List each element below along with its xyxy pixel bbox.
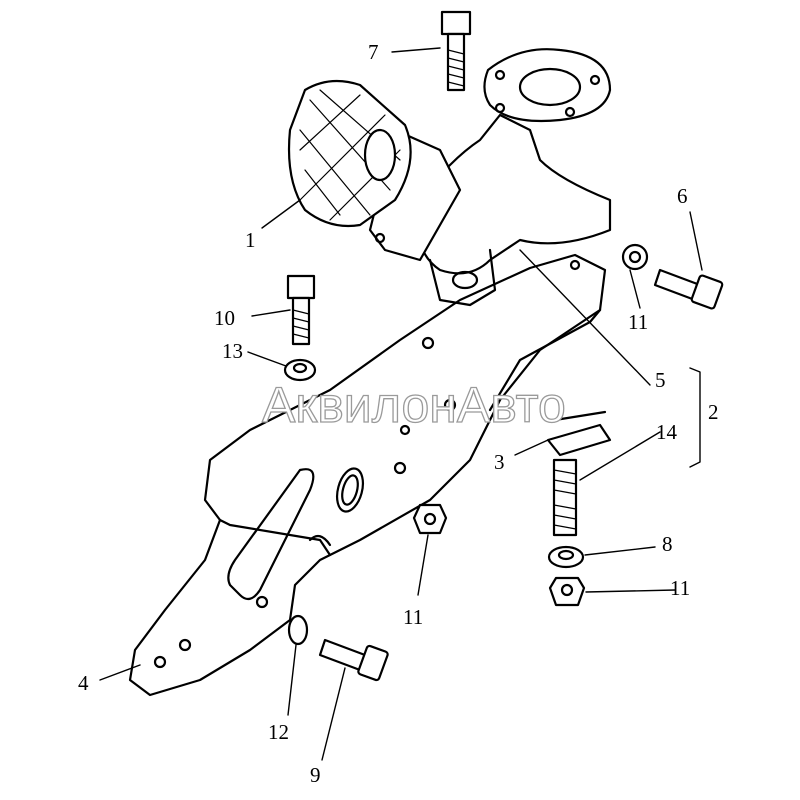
callout-2: 2 [708,400,719,424]
strainer [287,79,412,228]
bracket-plate [128,253,607,697]
callout-8: 8 [662,532,673,556]
callout-9: 9 [310,763,321,787]
washer-13 [283,358,317,382]
leader-lines [99,47,703,761]
nut-11-middle [412,503,448,535]
intake-pipe [368,48,612,307]
callout-10: 10 [214,306,235,330]
callout-12: 12 [268,720,289,744]
callout-3: 3 [494,450,505,474]
callout-14: 14 [656,420,677,444]
callout-11-top: 11 [628,310,649,334]
callout-4: 4 [78,671,89,695]
watermark: АквилонАвто [261,377,566,433]
callout-11-right: 11 [670,576,691,600]
nut-11-top [621,243,649,271]
bolt-6 [653,268,724,310]
bolt-10 [286,274,316,346]
callout-11-middle: 11 [403,605,424,629]
washer-12 [287,614,309,646]
callout-7: 7 [368,40,379,64]
callout-1: 1 [245,228,256,252]
callout-6: 6 [677,184,688,208]
stud-assembly [546,410,612,607]
bolt-9 [318,638,389,682]
callout-13: 13 [222,339,243,363]
bolt-7 [440,10,472,92]
callout-5: 5 [655,368,666,392]
